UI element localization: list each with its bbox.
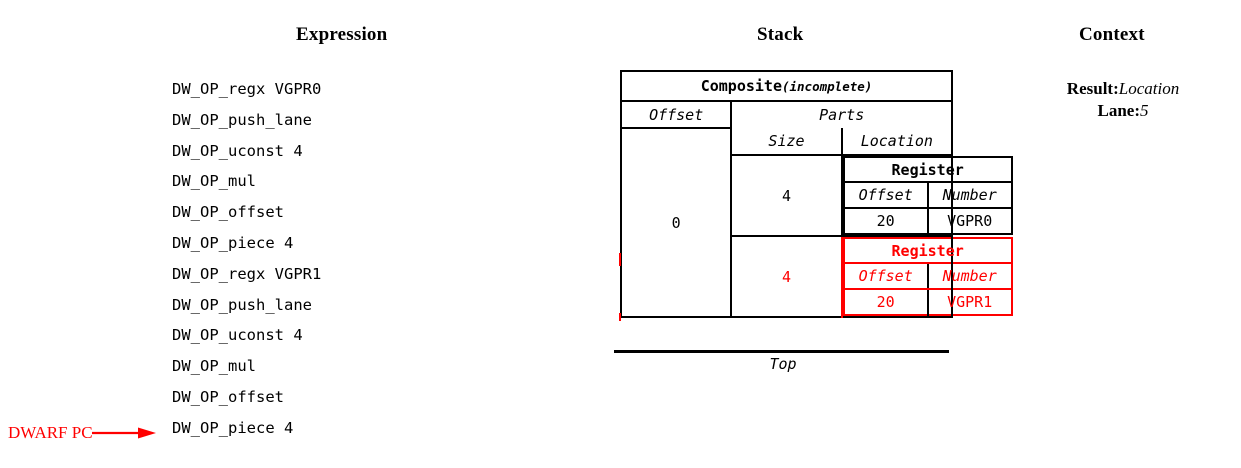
context-key: Lane: xyxy=(1097,101,1141,120)
register-table: Register Offset Number 20 VGPR0 xyxy=(842,156,1013,235)
expression-op-line: DW_OP_regx VGPR0 xyxy=(172,80,322,98)
composite-offset-header: Offset xyxy=(621,101,733,129)
register-number-value: VGPR0 xyxy=(947,212,993,230)
arrow-right-icon xyxy=(91,427,156,438)
composite-title-cell: Composite(incomplete) xyxy=(621,71,952,102)
register-title: Register xyxy=(843,238,1012,264)
register-number-value: VGPR1 xyxy=(947,293,993,311)
composite-title-suffix: (incomplete) xyxy=(781,79,873,94)
expression-op-line: DW_OP_offset xyxy=(172,387,284,406)
composite-part-row: 4 Register Offset Number 20 VGPR1 xyxy=(621,236,1013,317)
part-size-value: 4 xyxy=(731,155,843,237)
register-title: Register xyxy=(843,157,1012,183)
stack-floor-line xyxy=(614,350,949,353)
expression-op-line: DW_OP_piece 4 xyxy=(172,233,294,252)
context-row-result: Result:Location xyxy=(1008,78,1238,100)
context-value: Location xyxy=(1118,79,1180,98)
expression-op-line: DW_OP_regx VGPR1 xyxy=(172,264,322,283)
composite-part-row: 4 Register Offset Number 20 VGPR0 xyxy=(621,155,1013,237)
expression-op-line: DW_OP_uconst 4 xyxy=(172,141,303,160)
register-offset-value: 20 xyxy=(843,289,929,315)
context-key: Result: xyxy=(1066,79,1119,98)
column-heading-context: Context xyxy=(1079,24,1145,45)
composite-parts-header: Parts xyxy=(819,106,865,124)
stack-highlight-tick xyxy=(619,253,621,266)
stack-top-label: Top xyxy=(769,355,797,373)
stack-highlight-tick xyxy=(619,313,621,321)
expression-op-line: DW_OP_mul xyxy=(172,357,256,376)
column-heading-expression: Expression xyxy=(296,24,388,45)
stack-visualization: Composite(incomplete) Offset Parts 0 Siz… xyxy=(613,70,1013,373)
expression-op-line: DW_OP_mul xyxy=(172,172,256,191)
expression-op-line: DW_OP_push_lane xyxy=(172,110,312,129)
part-location-cell: Register Offset Number 20 VGPR0 xyxy=(841,155,1013,237)
expression-op-line: DW_OP_piece 4 xyxy=(172,418,294,437)
expression-listing: DW_OP_regx VGPR0 DW_OP_push_lane DW_OP_u… xyxy=(172,74,321,444)
column-heading-stack: Stack xyxy=(757,24,804,45)
dwarf-pc-marker: DWARF PC xyxy=(8,424,158,441)
dwarf-pc-label: DWARF PC xyxy=(8,423,93,442)
register-offset-value: 20 xyxy=(843,208,929,234)
part-size-value: 4 xyxy=(731,236,843,317)
register-number-header: Number xyxy=(927,263,1012,290)
part-location-cell: Register Offset Number 20 VGPR1 xyxy=(842,236,1013,317)
register-table: Register Offset Number 20 VGPR1 xyxy=(842,237,1013,316)
context-value: 5 xyxy=(1140,101,1149,120)
expression-op-line: DW_OP_uconst 4 xyxy=(172,326,303,345)
register-offset-header: Offset xyxy=(843,182,929,209)
register-offset-header: Offset xyxy=(843,263,929,290)
composite-table: Composite(incomplete) Offset Parts 0 Siz… xyxy=(620,70,1013,318)
expression-op-line: DW_OP_push_lane xyxy=(172,295,312,314)
context-block: Result:Location Lane:5 xyxy=(1008,78,1238,122)
composite-title: Composite xyxy=(700,77,782,95)
expression-op-line: DW_OP_offset xyxy=(172,203,284,222)
context-row-lane: Lane:5 xyxy=(1008,100,1238,122)
parts-location-header: Location xyxy=(841,128,952,156)
parts-size-header: Size xyxy=(731,128,843,156)
composite-offset-value: 0 xyxy=(621,128,733,317)
register-number-header: Number xyxy=(927,182,1012,209)
